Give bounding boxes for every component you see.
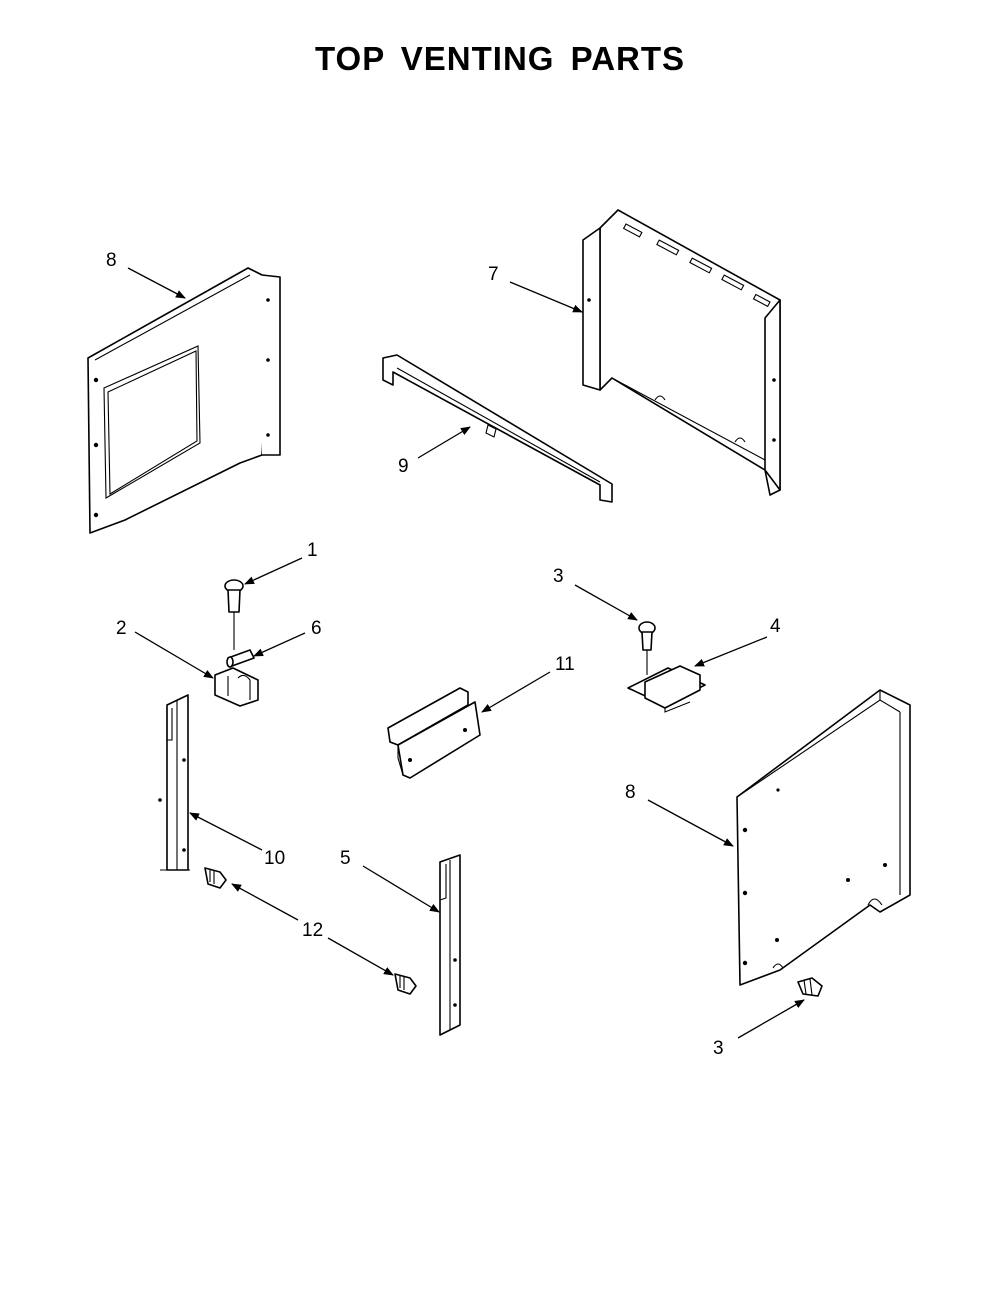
callout-9: 9 [398, 456, 409, 477]
callout-12: 12 [302, 920, 323, 941]
callout-4: 4 [770, 616, 781, 637]
part-8-top-panel[interactable] [87, 267, 281, 534]
callout-8-bottom: 8 [625, 782, 636, 803]
part-12-screw-left[interactable] [204, 867, 227, 889]
callout-8-top: 8 [106, 250, 117, 271]
callout-3-upper: 3 [553, 566, 564, 587]
leader-lines [127, 267, 805, 1039]
callout-6: 6 [311, 618, 322, 639]
part-11-rail[interactable] [387, 687, 481, 779]
part-5-right-strip[interactable] [439, 854, 461, 1036]
part-12-screw-right[interactable] [394, 973, 417, 995]
part-3-screw-lower[interactable] [797, 977, 823, 997]
part-2-hinge-block[interactable] [214, 667, 259, 707]
callout-5: 5 [340, 848, 351, 869]
part-1-screw[interactable] [224, 579, 244, 650]
part-4-module-box[interactable] [627, 665, 706, 713]
callout-10: 10 [264, 848, 285, 869]
part-9-bracket-bar[interactable] [382, 354, 613, 503]
callout-7: 7 [488, 264, 499, 285]
page-title: TOP VENTING PARTS [314, 40, 686, 77]
part-6-pin[interactable] [226, 649, 255, 668]
part-8-side-panel[interactable] [736, 689, 911, 986]
part-7-back-panel[interactable] [582, 209, 781, 496]
callout-1: 1 [307, 540, 318, 561]
callout-2: 2 [116, 618, 127, 639]
part-10-left-strip[interactable] [158, 694, 190, 871]
callout-11: 11 [555, 654, 575, 675]
part-3-screw-upper[interactable] [638, 621, 656, 675]
callout-3-lower: 3 [713, 1038, 724, 1059]
